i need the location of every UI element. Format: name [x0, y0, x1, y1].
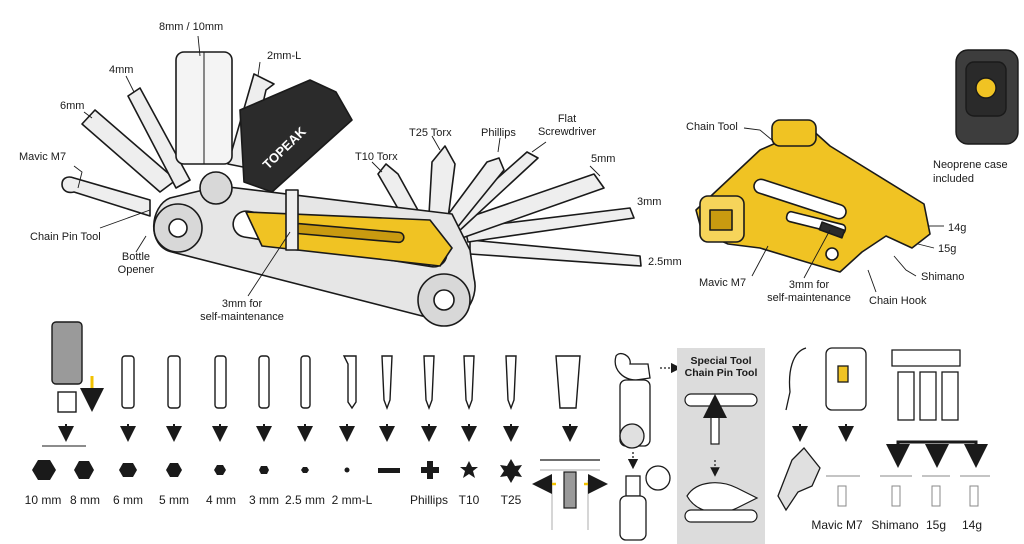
label-14g: 14g — [948, 222, 967, 234]
bottom-label-2mm-l: 2 mm-L — [331, 493, 373, 507]
label-self-maint-line1: 3mm for — [221, 298, 263, 310]
bit-head-shapes — [32, 459, 522, 483]
spoke-nipples — [826, 475, 990, 507]
chain-pin-illustration — [684, 393, 759, 523]
tool-2-5mm — [469, 239, 642, 267]
spoke-gauge-arrows — [886, 440, 988, 468]
bottom-label-3mm: 3 mm — [249, 493, 279, 507]
bottle-opener-illustration — [614, 352, 682, 541]
tool-mavic-m7 — [61, 176, 151, 217]
chain-tool-leaders — [743, 127, 944, 293]
head-phillips — [421, 461, 439, 479]
special-tool-title-line1: Special Tool — [690, 355, 752, 367]
label-2-5mm: 2.5mm — [648, 256, 682, 268]
bottom-arrows — [58, 424, 854, 442]
bottom-label-phillips: Phillips — [409, 493, 449, 507]
bottom-label-t10: T10 — [458, 493, 480, 507]
bottom-bit-illustration — [51, 321, 104, 413]
label-4mm: 4mm — [109, 64, 134, 76]
special-tool-title-line2: Chain Pin Tool — [684, 367, 758, 379]
bottom-label-10mm: 10 mm — [24, 493, 62, 507]
head-4mm — [214, 465, 226, 475]
spoke-label-shimano: Shimano — [871, 518, 919, 532]
bottom-label-8mm: 8 mm — [70, 493, 100, 507]
head-6mm — [119, 463, 137, 477]
label-flat-line2: Screwdriver — [537, 126, 597, 138]
label-bottle-opener: Bottle Opener — [113, 251, 159, 277]
label-6mm: 6mm — [60, 100, 85, 112]
bottom-label-4mm: 4 mm — [206, 493, 236, 507]
label-5mm: 5mm — [591, 153, 616, 165]
label-8-10mm: 8mm / 10mm — [159, 21, 224, 33]
bottom-label-t25: T25 — [500, 493, 522, 507]
label-3mm: 3mm — [637, 196, 662, 208]
label-t25-torx: T25 Torx — [409, 127, 452, 139]
label-chain-pin-tool: Chain Pin Tool — [30, 231, 101, 243]
label-self-maint-chain-line1: 3mm for — [788, 279, 830, 291]
multitool-illustration: TOPEAK — [61, 51, 642, 327]
spoke-label-14g: 14g — [961, 518, 983, 532]
label-flat-screwdriver: Flat Screwdriver — [531, 113, 603, 139]
label-neoprene-case: Neoprene case included — [933, 158, 1008, 186]
bottom-tools — [121, 355, 581, 410]
label-case-line2: included — [933, 173, 974, 185]
top-bolt — [199, 171, 233, 205]
special-tool-title: Special Tool Chain Pin Tool — [677, 355, 765, 379]
label-mavic-m7-chain: Mavic M7 — [699, 277, 747, 289]
bottom-label-6mm: 6 mm — [113, 493, 143, 507]
tool-3mm — [464, 207, 635, 243]
label-shimano: Shimano — [921, 271, 965, 283]
label-mavic-m7: Mavic M7 — [19, 151, 67, 163]
tool-4mm — [127, 87, 191, 189]
head-5mm — [166, 463, 182, 477]
special-tool-panel: Special Tool Chain Pin Tool — [677, 348, 765, 544]
label-self-maint-chain-line2: self-maintenance — [767, 292, 851, 304]
label-t10-torx: T10 Torx — [355, 151, 398, 163]
label-chain-hook: Chain Hook — [869, 295, 927, 307]
label-self-maint-line2: self-maintenance — [200, 311, 284, 323]
label-self-maint-multitool: 3mm for self-maintenance — [190, 298, 294, 324]
label-bottle-opener-line2: Opener — [117, 264, 155, 276]
head-10mm — [32, 460, 56, 480]
label-self-maint-chain: 3mm for self-maintenance — [758, 279, 860, 305]
head-flat — [378, 468, 400, 473]
self-maint-bit — [285, 189, 299, 251]
spoke-label-15g: 15g — [925, 518, 947, 532]
chain-tool-screw — [771, 119, 817, 147]
label-15g: 15g — [938, 243, 957, 255]
chain-tool-bit — [818, 221, 846, 239]
label-bottle-opener-line1: Bottle — [121, 251, 151, 263]
bottom-label-2-5mm: 2.5 mm — [284, 493, 326, 507]
head-8mm — [74, 461, 94, 479]
label-flat-line1: Flat — [557, 113, 577, 125]
label-phillips: Phillips — [481, 127, 516, 139]
tool-6mm — [81, 109, 177, 193]
label-chain-tool: Chain Tool — [686, 121, 738, 133]
neoprene-case-illustration — [955, 49, 1019, 145]
chain-tool-illustration — [695, 119, 931, 273]
spoke-label-mavic-m7: Mavic M7 — [811, 518, 863, 532]
head-t10 — [460, 461, 478, 478]
chain-tool-window — [753, 178, 847, 220]
label-2mm-l: 2mm-L — [267, 50, 302, 62]
bottom-label-5mm: 5 mm — [159, 493, 189, 507]
multitool-leaders — [73, 35, 601, 297]
head-3mm — [259, 466, 269, 474]
rim-illustration — [532, 459, 608, 530]
head-2mm — [344, 467, 350, 473]
label-case-line1: Neoprene case — [933, 159, 1008, 171]
head-t25 — [500, 459, 522, 483]
chain-hook-illustration — [777, 347, 961, 512]
head-2-5mm — [301, 467, 309, 473]
topeak-grip — [239, 79, 353, 193]
